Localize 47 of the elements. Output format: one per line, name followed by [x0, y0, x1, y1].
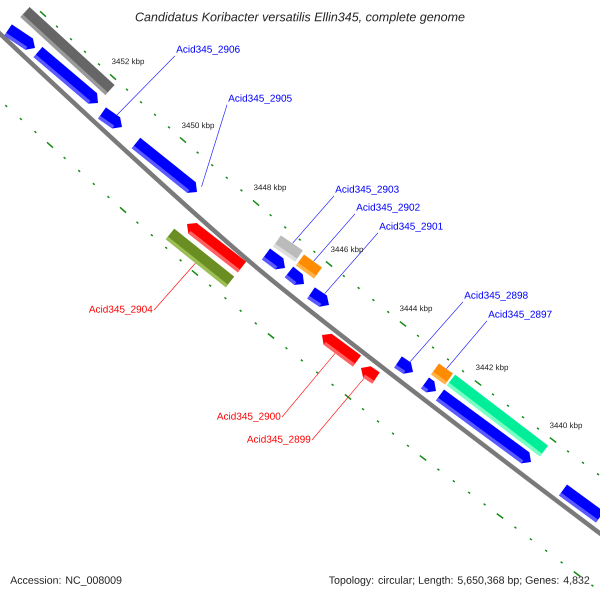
leader-line — [324, 232, 378, 294]
gene-shape — [446, 374, 548, 456]
gene-shape — [361, 366, 380, 384]
gene-shape — [307, 287, 329, 307]
leader-line — [154, 262, 196, 310]
leader-line — [292, 196, 334, 244]
gene-label: Acid345_2897 — [488, 310, 552, 320]
kbp-label: 3446 kbp — [330, 246, 364, 254]
accession-note: Accession: NC_008009 — [10, 576, 122, 586]
gene-shape — [284, 266, 304, 285]
gene-shape — [187, 222, 246, 272]
gene-label: Acid345_2902 — [356, 203, 420, 213]
genome-info-note: Topology: circular; Length: 5,650,368 bp; Genes: 4,832 — [328, 576, 590, 586]
leader-line — [313, 214, 356, 262]
gene-label: Acid345_2900 — [216, 412, 280, 422]
gene-shape — [559, 484, 600, 522]
gene-shape — [4, 24, 35, 50]
kbp-label: 3444 kbp — [400, 305, 432, 313]
gene-label: Acid345_2905 — [228, 94, 292, 104]
kbp-label: 3450 kbp — [182, 122, 214, 130]
kbp-label: 3452 kbp — [112, 58, 144, 66]
leader-line — [282, 353, 336, 418]
leader-line — [312, 378, 364, 440]
gene-shape — [431, 363, 453, 385]
kbp-label: 3440 kbp — [550, 422, 582, 430]
gene-shape — [34, 46, 98, 104]
kbp-label: 3442 kbp — [476, 364, 508, 372]
gene-shape — [296, 254, 322, 278]
leader-line — [201, 104, 228, 187]
gene-shape — [132, 138, 197, 193]
gene-label: Acid345_2901 — [379, 222, 443, 232]
leader-line — [446, 320, 488, 369]
gene-shape — [98, 107, 122, 129]
gene-shape — [421, 378, 436, 392]
leader-line — [116, 56, 176, 116]
gene-shape — [322, 334, 362, 366]
gene-label: Acid345_2904 — [88, 305, 152, 315]
title: Candidatus Koribacter versatilis Ellin345, complete genome — [136, 12, 464, 24]
gene-label: Acid345_2899 — [246, 435, 310, 445]
gene-label: Acid345_2903 — [335, 185, 399, 195]
gene-label: Acid345_2906 — [176, 45, 240, 55]
leader-line — [410, 302, 464, 362]
gene-shape — [394, 356, 413, 374]
kbp-label: 3448 kbp — [254, 184, 286, 192]
gene-shape — [262, 248, 285, 270]
gene-shape — [273, 235, 303, 262]
gene-label: Acid345_2898 — [464, 291, 528, 301]
